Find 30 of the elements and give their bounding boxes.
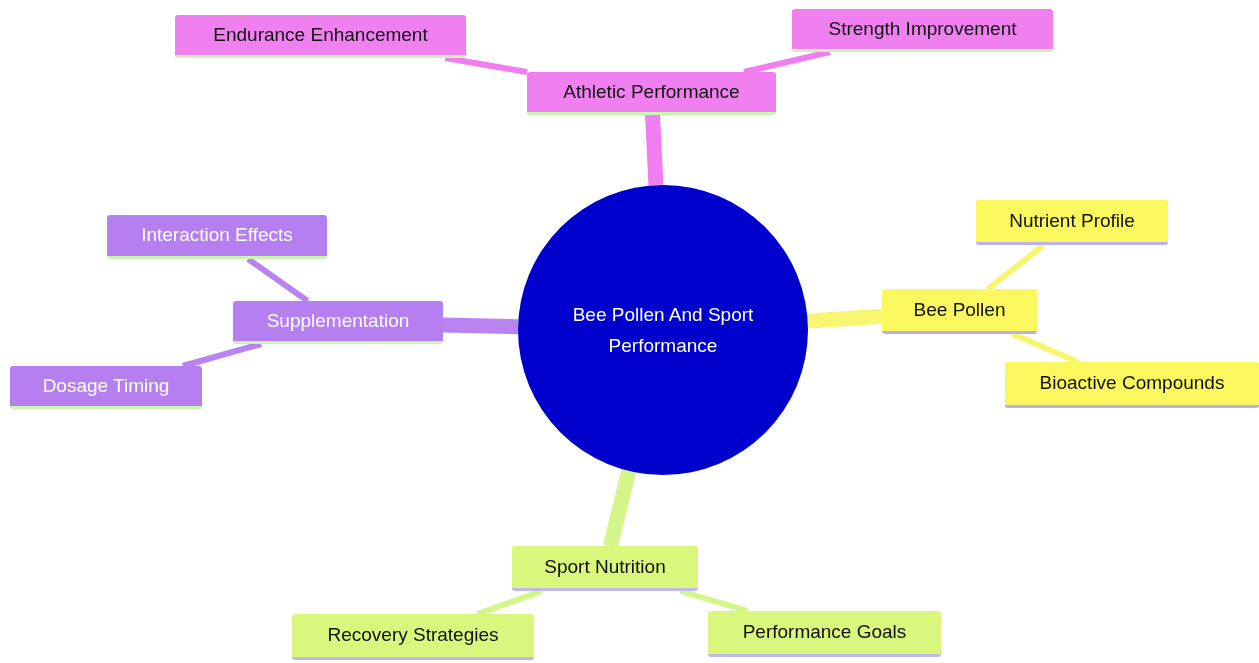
subtopic-box (10, 366, 202, 409)
topic-label: Bee Pollen And Sport Performance (571, 302, 755, 358)
topic-label: Performance Goals (742, 621, 907, 644)
topic-label: Strength Improvement (828, 17, 1017, 41)
branch-topic-box (882, 289, 1037, 334)
topic-label: Athletic Performance (563, 80, 740, 104)
branch-topic-box (527, 72, 776, 115)
topic-label: Bee Pollen (913, 298, 1006, 322)
branch-topic-box (233, 301, 443, 344)
topic-label: Interaction Effects (141, 224, 293, 247)
connector-line (444, 55, 528, 75)
subtopic-box (708, 611, 941, 657)
subtopic-box (292, 614, 534, 660)
topic-label: Sport Nutrition (544, 555, 666, 579)
connector-line (442, 317, 519, 335)
subtopic-box (1005, 362, 1259, 408)
connector-line (603, 469, 637, 548)
topic-label: Recovery Strategies (327, 624, 499, 647)
branch-topic-box (512, 546, 698, 591)
subtopic-box (792, 9, 1053, 52)
subtopic-box (107, 215, 327, 259)
topic-label: Supplementation (266, 309, 410, 333)
topic-label: Dosage Timing (42, 374, 170, 398)
connector-line (645, 114, 664, 186)
topic-label: Nutrient Profile (1009, 209, 1135, 233)
subtopic-box (976, 200, 1168, 245)
subtopic-box (175, 15, 466, 58)
topic-label: Endurance Enhancement (213, 23, 428, 47)
topic-label: Bioactive Compounds (1039, 372, 1225, 395)
connector-line (807, 308, 883, 329)
